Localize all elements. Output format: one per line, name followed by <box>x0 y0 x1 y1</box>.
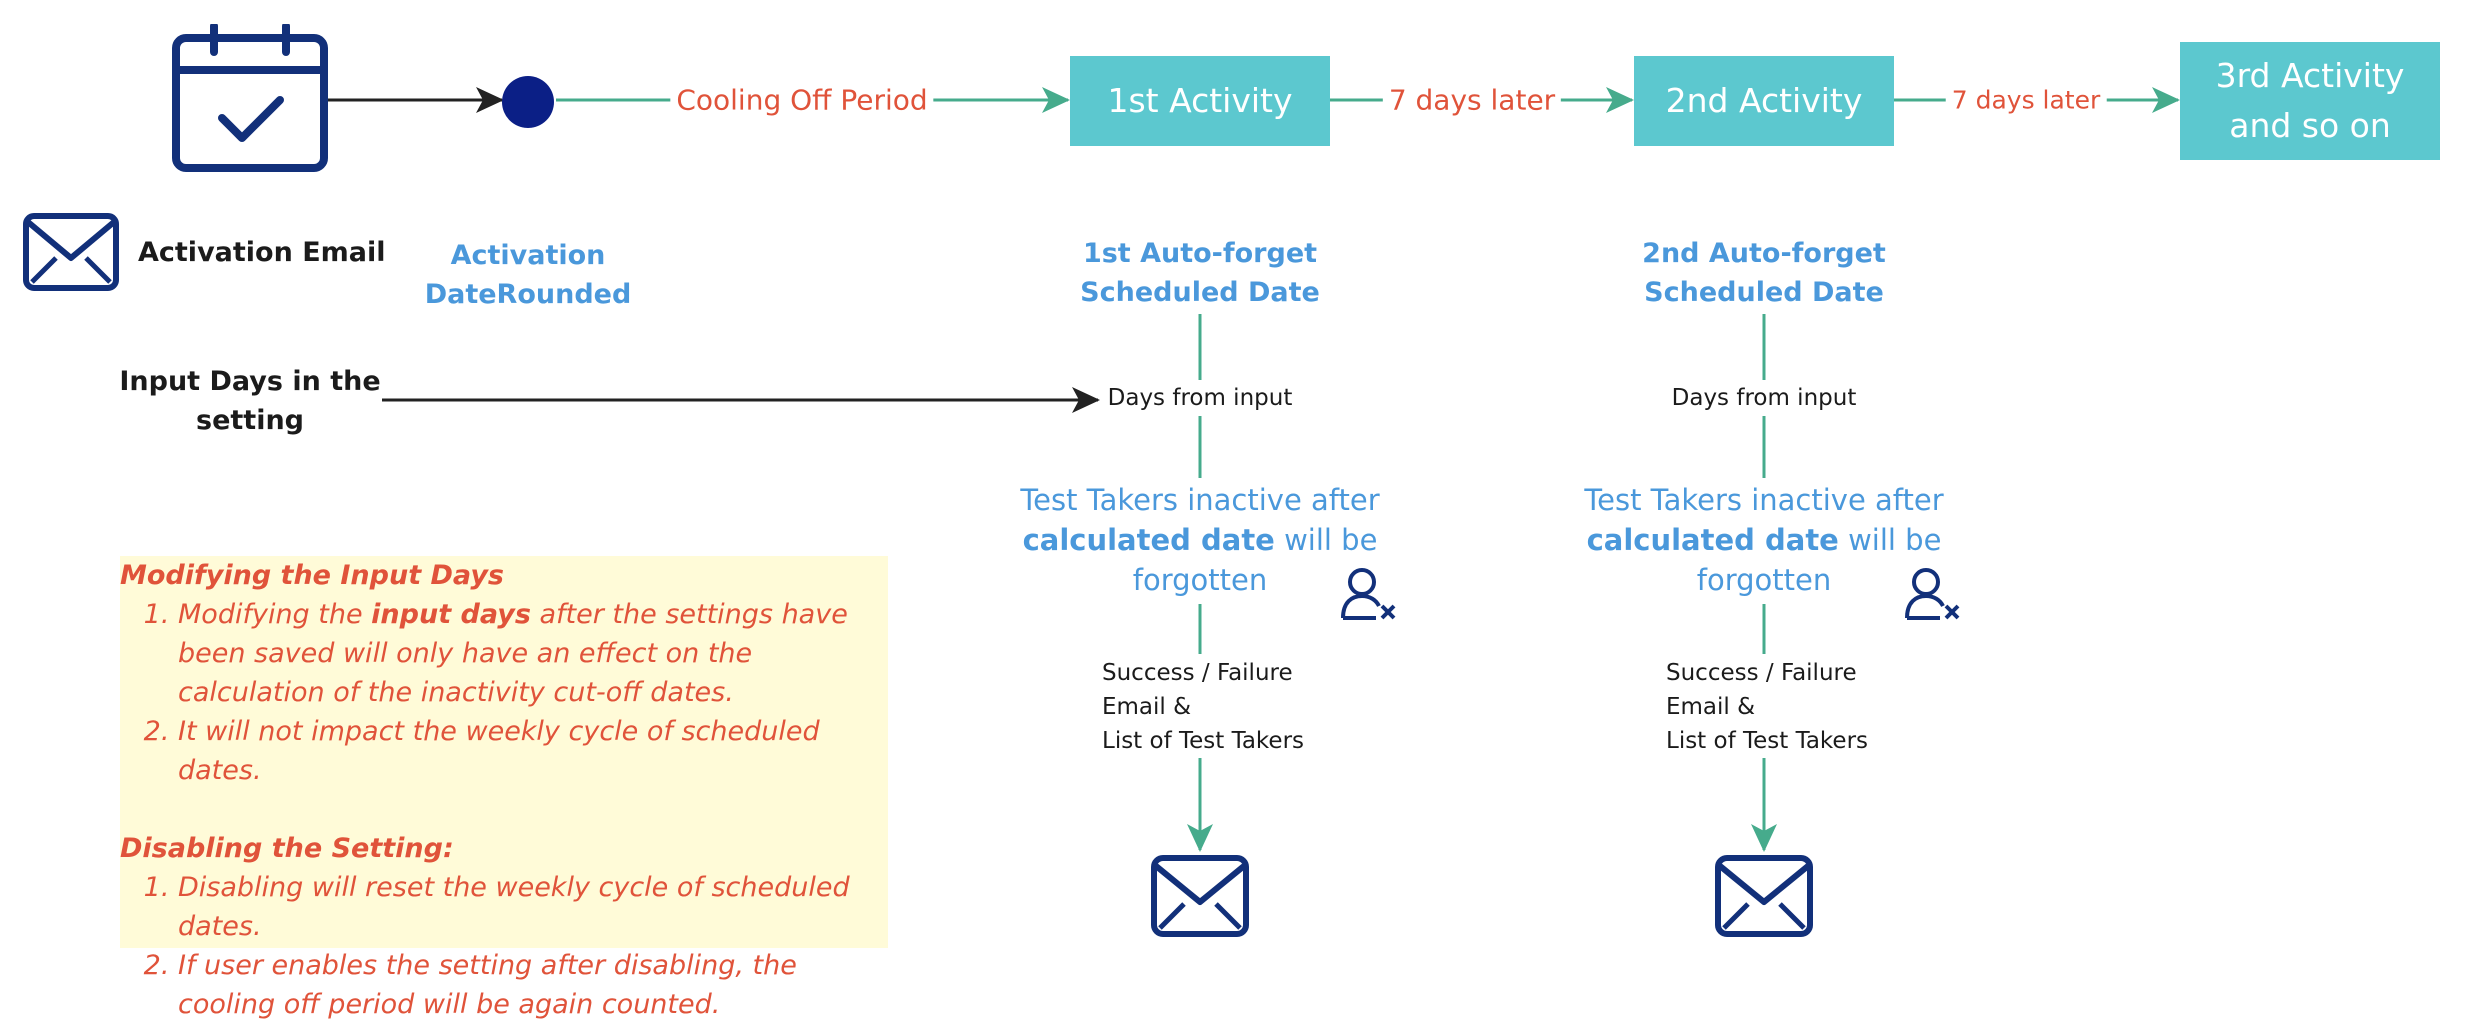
third-activity-line1: 3rd Activity <box>2215 56 2405 95</box>
result-2-line2: Email & <box>1666 694 1756 720</box>
third-activity-box: 3rd Activity and so on <box>2180 42 2440 160</box>
days-from-input-2: Days from input <box>1664 381 1864 415</box>
result-1-line2: Email & <box>1102 694 1192 720</box>
second-scheduled-line2: Scheduled Date <box>1644 277 1884 308</box>
activation-date-line1: Activation <box>450 240 606 271</box>
note-item-3: Disabling will reset the weekly cycle of… <box>178 868 888 946</box>
envelope-icon <box>1151 855 1249 937</box>
days-from-input-1: Days from input <box>1100 381 1300 415</box>
cooling-off-label: Cooling Off Period <box>670 83 934 117</box>
inactive-2-line3: forgotten <box>1696 563 1832 597</box>
first-scheduled-line1: 1st Auto-forget <box>1082 238 1318 269</box>
notes-panel: Modifying the Input Days Modifying the i… <box>120 556 888 1020</box>
result-1-line1: Success / Failure <box>1102 660 1293 686</box>
activation-milestone-dot <box>502 76 554 128</box>
envelope-icon <box>23 213 119 291</box>
input-days-label: Input Days in the setting <box>110 362 390 440</box>
inactive-note-2: Test Takers inactive after calculated da… <box>1584 480 1944 600</box>
input-days-line1: Input Days in the <box>119 366 381 397</box>
second-scheduled-line1: 2nd Auto-forget <box>1642 238 1886 269</box>
note-item-1: Modifying the input days after the setti… <box>178 595 888 712</box>
result-note-1: Success / Failure Email & List of Test T… <box>1102 656 1342 758</box>
inactive-2-line1: Test Takers inactive after <box>1584 483 1944 517</box>
inactive-1-line3: forgotten <box>1132 563 1268 597</box>
result-note-2: Success / Failure Email & List of Test T… <box>1666 656 1906 758</box>
inactive-1-rest: will be <box>1274 523 1378 557</box>
envelope-icon <box>1715 855 1813 937</box>
activation-date-line2: DateRounded <box>424 279 632 310</box>
third-activity-line2: and so on <box>2229 106 2391 145</box>
second-activity-box: 2nd Activity <box>1634 56 1894 146</box>
inactive-2-bold: calculated date <box>1586 523 1839 557</box>
user-remove-icon <box>1905 568 1960 620</box>
note-item-1-post: after the settings have been saved will … <box>178 599 848 708</box>
first-scheduled-date-label: 1st Auto-forget Scheduled Date <box>1040 234 1360 312</box>
input-days-line2: setting <box>196 405 304 436</box>
inactive-1-line2: calculated date will be <box>1020 520 1380 560</box>
note-item-4: If user enables the setting after disabl… <box>178 946 888 1024</box>
note-item-1-bold: input days <box>371 599 531 630</box>
activation-email-label: Activation Email <box>138 237 386 268</box>
notes-list-disabling: Disabling will reset the weekly cycle of… <box>120 868 888 1024</box>
calendar-check-icon <box>172 24 328 172</box>
note-item-1-pre: Modifying the <box>178 599 372 630</box>
inactive-1-bold: calculated date <box>1022 523 1275 557</box>
notes-heading-disabling: Disabling the Setting: <box>120 833 454 864</box>
notes-list-modifying: Modifying the input days after the setti… <box>120 595 888 790</box>
result-2-line3: List of Test Takers <box>1666 728 1869 754</box>
seven-days-label-1: 7 days later <box>1382 83 1562 117</box>
inactive-2-line2: calculated date will be <box>1584 520 1944 560</box>
note-item-2: It will not impact the weekly cycle of s… <box>178 712 888 790</box>
activation-date-label: Activation DateRounded <box>400 236 656 314</box>
inactive-2-rest: will be <box>1838 523 1942 557</box>
inactive-1-line1: Test Takers inactive after <box>1020 483 1380 517</box>
inactive-note-1: Test Takers inactive after calculated da… <box>1020 480 1380 600</box>
second-scheduled-date-label: 2nd Auto-forget Scheduled Date <box>1604 234 1924 312</box>
first-scheduled-line2: Scheduled Date <box>1080 277 1320 308</box>
connector-lines <box>328 87 2180 852</box>
user-remove-icon <box>1341 568 1396 620</box>
notes-spacer <box>120 790 888 829</box>
result-1-line3: List of Test Takers <box>1102 728 1305 754</box>
first-activity-box: 1st Activity <box>1070 56 1330 146</box>
seven-days-label-2: 7 days later <box>1945 85 2107 115</box>
notes-heading-modifying: Modifying the Input Days <box>120 560 504 591</box>
result-2-line1: Success / Failure <box>1666 660 1857 686</box>
